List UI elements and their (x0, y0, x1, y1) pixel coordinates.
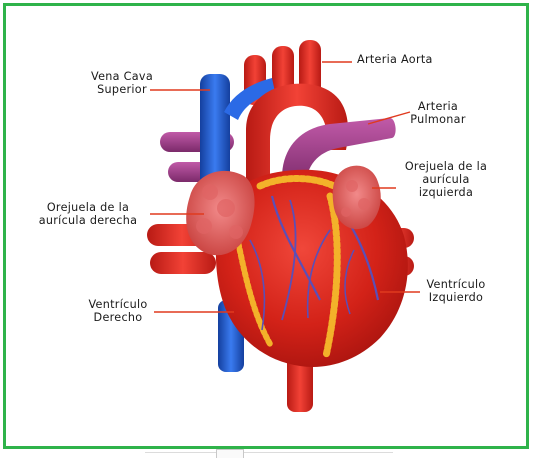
label-arteria-pulmonar: Arteria Pulmonar (410, 100, 466, 126)
left-atrial-appendage (332, 165, 381, 230)
label-ventriculo-izquierdo: Ventrículo Izquierdo (426, 278, 486, 304)
pulmonary-trunk (282, 118, 396, 186)
label-vena-cava-superior: Vena Cava Superior (90, 70, 153, 96)
aortic-arch (246, 83, 349, 186)
leader-lines (150, 61, 420, 313)
bottom-tab-handle (216, 449, 244, 458)
bottom-border-strip (145, 452, 393, 458)
label-arteria-aorta: Arteria Aorta (357, 53, 433, 66)
leader-arteria-pulmonar (367, 111, 411, 125)
label-orejuela-auricula-derecha: Orejuela de la aurícula derecha (38, 201, 138, 227)
label-ventriculo-derecho: Ventrículo Derecho (88, 298, 148, 324)
right-atrial-appendage (186, 170, 255, 256)
label-orejuela-auricula-izquierda: Orejuela de la aurícula izquierda (404, 160, 488, 199)
